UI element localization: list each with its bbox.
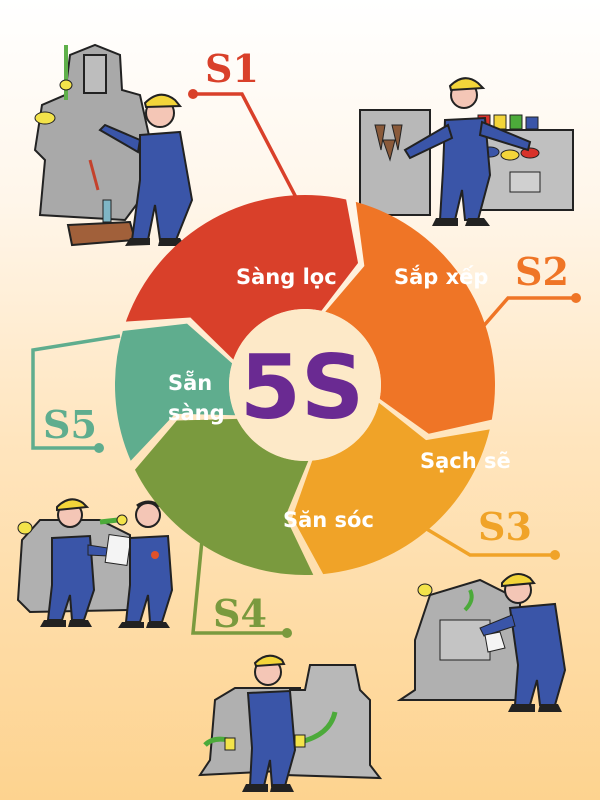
center-title: 5S [240, 336, 365, 439]
segment-label-s4: Săn sóc [283, 508, 374, 532]
illustration-s1-worker-cleaning-messy-machine [33, 43, 194, 247]
ring-segment-s3 [292, 402, 490, 575]
step-badge-s1: S1 [205, 46, 259, 91]
ring-segment-s2 [325, 201, 495, 434]
ring-segment-s4 [134, 418, 314, 575]
step-badge-s3: S3 [478, 504, 532, 549]
step-badge-s4: S4 [213, 591, 267, 636]
step-badge-s5: S5 [43, 402, 97, 447]
connector-dot-s5 [94, 443, 104, 453]
illustration-s2-worker-arranging-tools [359, 77, 574, 226]
connector-dot-s2 [571, 293, 581, 303]
connector-dot-s1 [188, 89, 198, 99]
illustration-s5-workers-discussing-checklist [16, 498, 174, 628]
segment-label-s3: Sạch sẽ [420, 449, 511, 473]
connector-dot-s4 [282, 628, 292, 638]
connector-line-s4 [191, 539, 287, 635]
step-badge-s2: S2 [515, 249, 569, 294]
segment-label-s2: Sắp xếp [394, 264, 488, 289]
center-disc [229, 309, 381, 461]
segment-label-s1: Sàng lọc [236, 265, 337, 289]
ring-segment-s5 [115, 323, 236, 461]
connector-line-s3 [419, 523, 555, 557]
connector-line-s5 [31, 334, 121, 450]
illustration-s3-worker-wiping-machine [396, 573, 567, 712]
connector-line-s1 [193, 92, 302, 206]
connector-dot-s3 [550, 550, 560, 560]
illustration-s4-worker-proud-of-machine [198, 654, 383, 792]
ring-segment-s1 [125, 195, 359, 360]
five-s-ring [115, 195, 495, 575]
